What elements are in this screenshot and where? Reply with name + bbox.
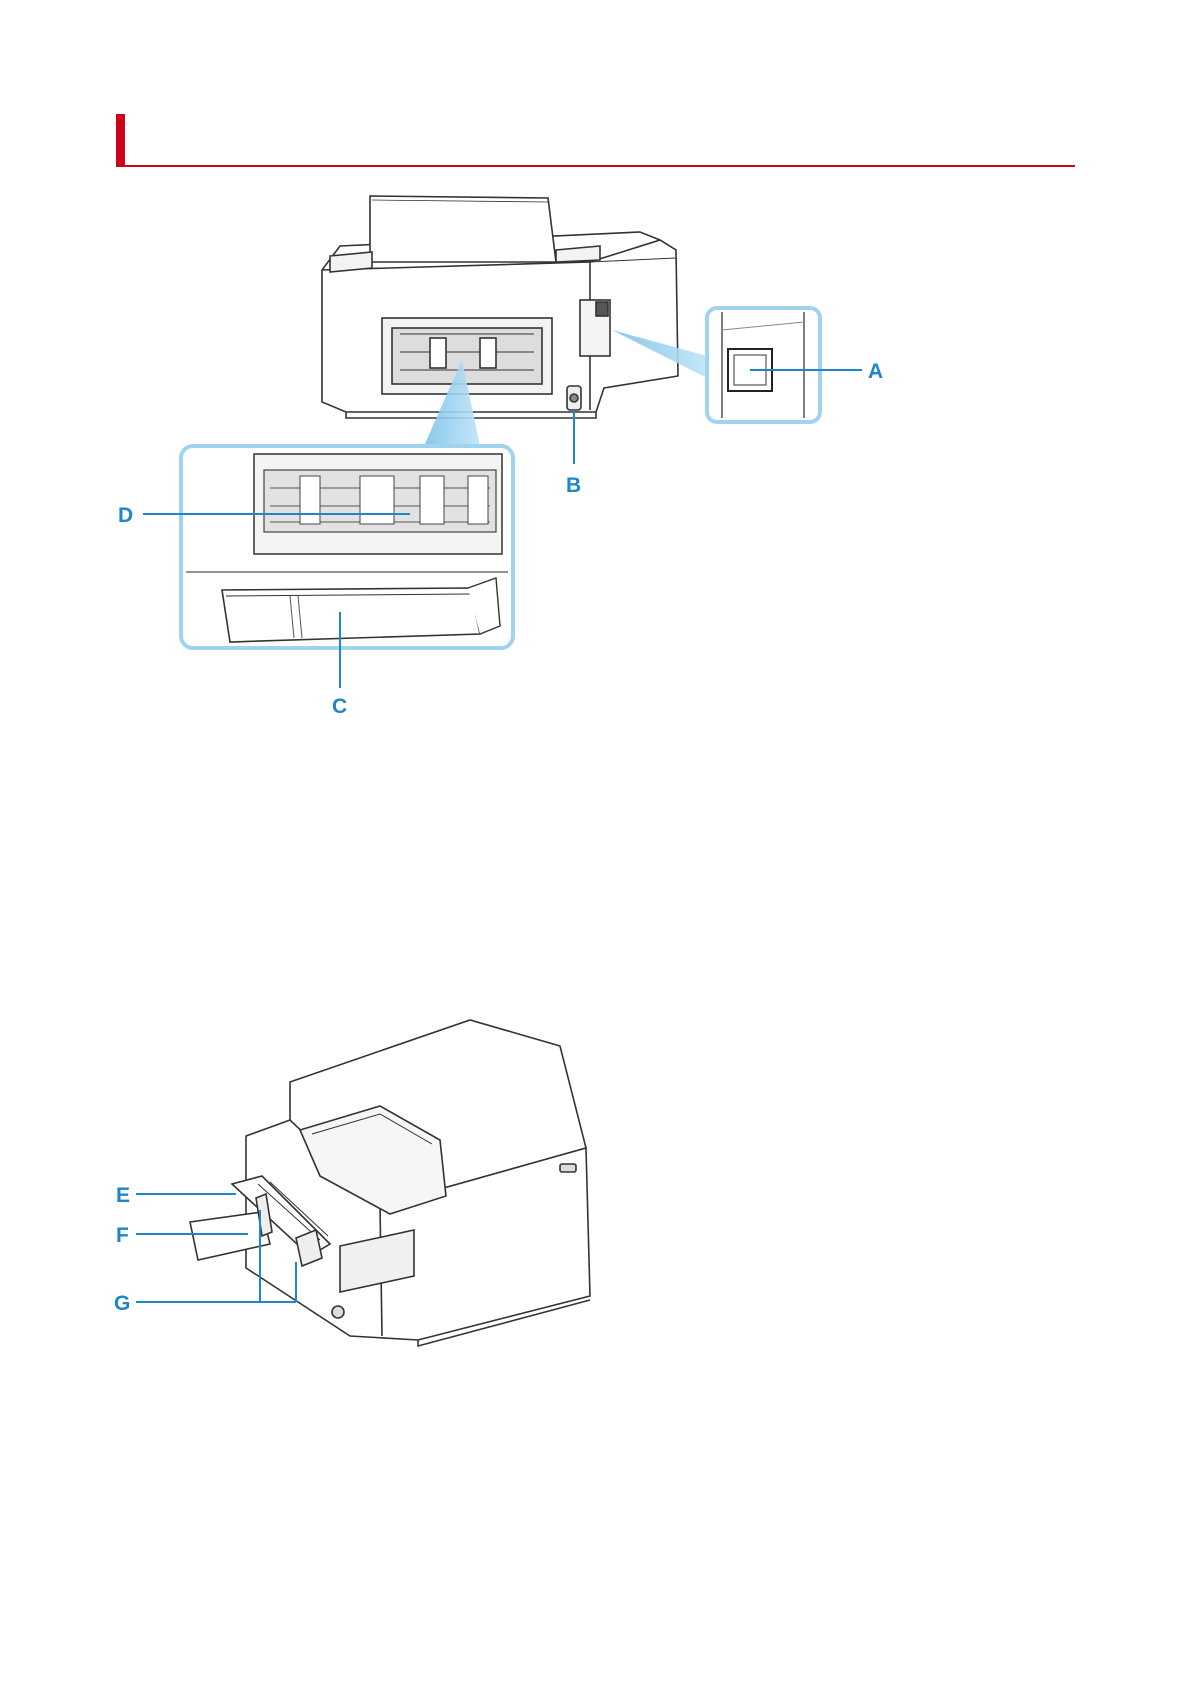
paper-support [370,196,556,262]
callout-f: F [116,1224,129,1247]
callout-c: C [332,695,347,718]
rear-view-figure [322,196,678,418]
callout-e: E [116,1184,130,1207]
zoom-box-a [707,308,820,422]
zoom-box-dc [181,446,513,648]
callout-g: G [114,1292,130,1315]
callout-d: D [118,504,133,527]
callout-b: B [566,474,581,497]
side-view-figure [190,1020,590,1346]
callout-a: A [868,360,883,383]
